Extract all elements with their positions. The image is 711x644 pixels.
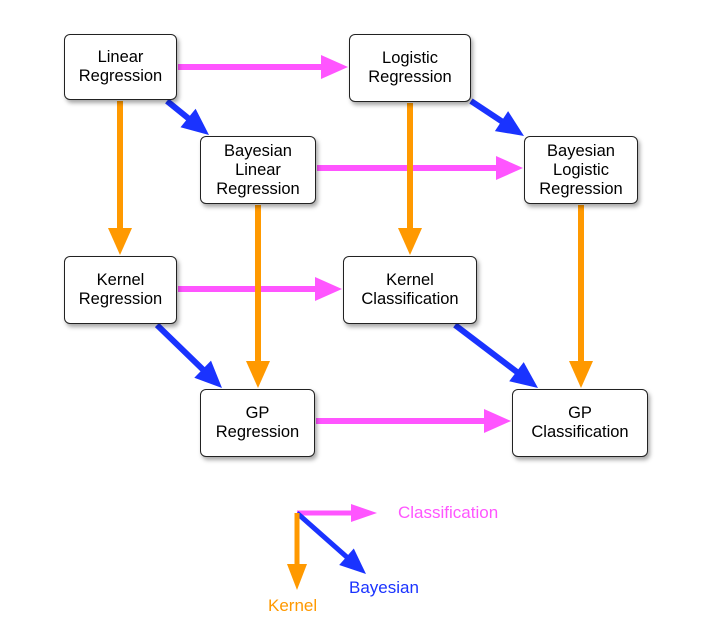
node-kernel-regression: Kernel Regression xyxy=(64,256,177,324)
node-line: Logistic xyxy=(553,160,609,179)
arrow-logistic-to-bayes-logistic-head xyxy=(494,111,524,136)
node-line: Regression xyxy=(539,179,623,198)
arrow-kernel-reg-to-gp-reg-head xyxy=(194,360,222,388)
arrow-kernel-class-to-gp-class xyxy=(453,322,538,388)
node-line: Linear xyxy=(97,48,144,66)
arrow-linear-to-logistic xyxy=(178,55,348,79)
arrow-kernel-reg-to-gp-reg xyxy=(154,322,222,388)
node-line: Regression xyxy=(78,290,163,308)
legend-arrow-kernel-head xyxy=(287,564,307,590)
arrow-kernel-reg-to-gp-reg-shaft xyxy=(154,322,207,373)
arrow-gp-reg-to-gp-class xyxy=(316,409,511,433)
node-logistic-regression: Logistic Regression xyxy=(349,34,471,102)
legend-label-bayesian: Bayesian xyxy=(349,578,419,597)
arrow-linear-to-logistic-head xyxy=(321,55,348,79)
legend-arrow-classification-head xyxy=(351,504,377,522)
node-line: Regression xyxy=(78,67,163,85)
node-line: Classification xyxy=(531,423,629,441)
node-bayesian-logistic-regression: Bayesian Logistic Regression xyxy=(524,136,638,204)
arrow-bayes-linear-to-bayes-logistic-head xyxy=(496,156,523,180)
node-line: GP xyxy=(568,404,592,422)
legend-arrow-bayesian-head xyxy=(339,548,366,574)
legend-arrow-classification xyxy=(297,504,377,522)
arrow-bayes-linear-to-gp-reg-head xyxy=(246,361,270,388)
node-line: Kernel xyxy=(96,271,145,289)
legend-arrows xyxy=(287,504,377,590)
node-line: Regression xyxy=(216,179,300,198)
arrow-logistic-to-kernel-class xyxy=(398,103,422,255)
node-line: Bayesian xyxy=(547,141,615,160)
node-line: Linear xyxy=(235,160,281,179)
legend-label-classification: Classification xyxy=(398,503,499,522)
node-bayesian-linear-regression: Bayesian Linear Regression xyxy=(200,136,316,204)
node-gp-classification: GP Classification xyxy=(512,389,648,457)
node-gp-regression: GP Regression xyxy=(200,389,315,457)
node-line: Logistic xyxy=(382,49,438,67)
arrow-bayes-linear-to-bayes-logistic xyxy=(317,156,523,180)
arrow-bayes-logistic-to-gp-class-head xyxy=(569,361,593,388)
arrow-linear-to-bayes-linear xyxy=(165,98,209,135)
node-line: Bayesian xyxy=(224,141,292,160)
legend-arrow-bayesian-shaft xyxy=(295,511,350,560)
arrow-linear-to-bayes-linear-head xyxy=(180,108,209,135)
node-line: GP xyxy=(245,404,270,422)
arrow-kernel-class-to-gp-class-head xyxy=(509,362,538,388)
arrow-linear-to-kernel-reg xyxy=(108,101,132,255)
arrow-bayes-logistic-to-gp-class xyxy=(569,205,593,388)
legend-label-kernel: Kernel xyxy=(268,596,318,615)
arrow-gp-reg-to-gp-class-head xyxy=(484,409,511,433)
edges-layer xyxy=(108,55,593,433)
node-line: Classification xyxy=(361,290,459,308)
arrow-kernel-reg-to-kernel-class xyxy=(178,277,342,301)
node-linear-regression: Linear Regression xyxy=(64,34,177,100)
arrow-kernel-class-to-gp-class-shaft xyxy=(453,322,520,376)
arrow-logistic-to-kernel-class-head xyxy=(398,228,422,255)
node-line: Regression xyxy=(215,423,300,441)
node-line: Regression xyxy=(368,68,452,86)
arrow-logistic-to-bayes-logistic-shaft xyxy=(469,98,505,125)
arrow-kernel-reg-to-kernel-class-head xyxy=(315,277,342,301)
node-kernel-classification: Kernel Classification xyxy=(343,256,477,324)
legend-arrow-kernel xyxy=(287,513,307,590)
legend-arrow-bayesian xyxy=(295,511,366,574)
arrow-linear-to-bayes-linear-shaft xyxy=(165,98,192,122)
arrow-linear-to-kernel-reg-head xyxy=(108,228,132,255)
arrow-logistic-to-bayes-logistic xyxy=(469,98,524,136)
node-line: Kernel xyxy=(386,271,434,289)
arrow-bayes-linear-to-gp-reg xyxy=(246,205,270,388)
